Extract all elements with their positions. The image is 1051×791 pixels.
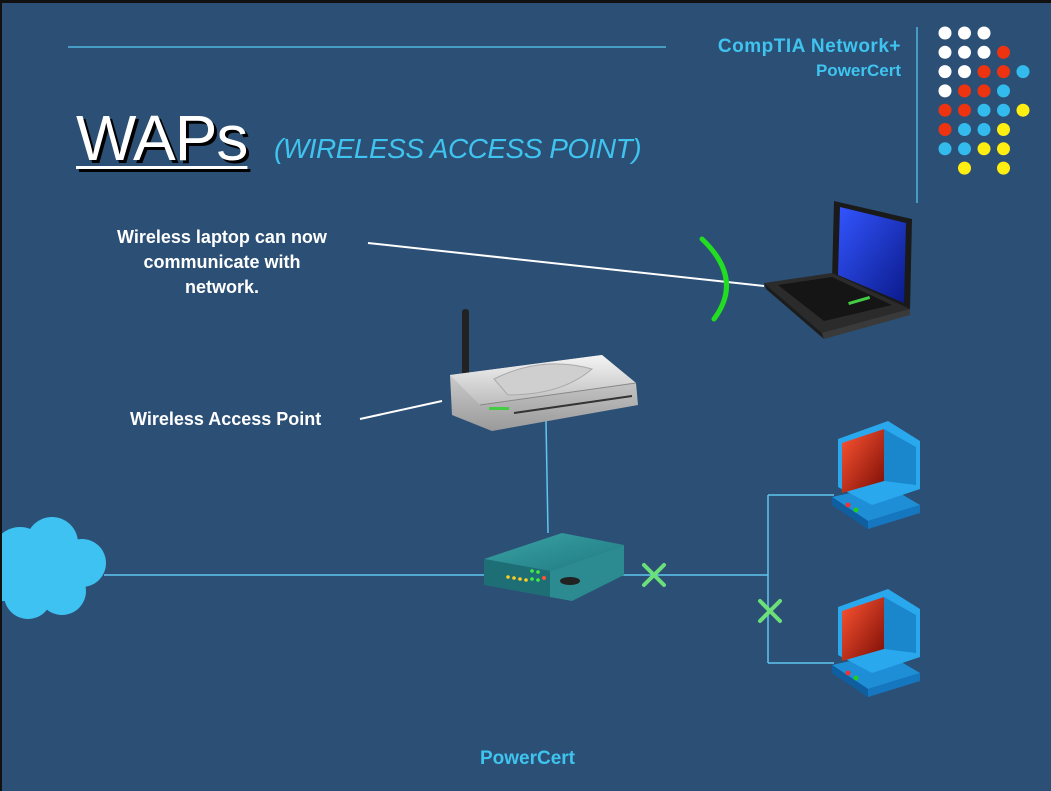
laptop-caption-line: communicate with — [143, 252, 301, 272]
decor-dot — [958, 123, 971, 136]
decor-dot — [977, 45, 991, 59]
wap-caption: Wireless Access Point — [130, 409, 322, 429]
x-marker-icon — [642, 563, 666, 587]
x-marker-icon — [758, 599, 782, 623]
decor-dot — [958, 65, 971, 79]
decor-dot — [938, 26, 952, 40]
decor-dot — [938, 123, 952, 136]
decor-dot — [958, 142, 971, 156]
laptop-caption-line: network. — [184, 277, 259, 297]
decor-dot — [997, 123, 1010, 136]
desktop-computer-icon — [832, 589, 920, 697]
course-title: CompTIA Network+ — [717, 36, 901, 57]
decor-dot — [1016, 65, 1030, 79]
decor-dot — [958, 84, 971, 98]
decor-dot — [958, 45, 971, 59]
decor-dot — [997, 65, 1010, 79]
decor-dot — [938, 65, 952, 79]
laptop-caption: Wireless laptop can now communicate with… — [90, 225, 354, 300]
decorative-dot-grid — [938, 26, 1030, 175]
decor-dot — [997, 84, 1010, 98]
decor-dot — [997, 45, 1010, 59]
laptop-caption-line: Wireless laptop can now — [117, 227, 327, 247]
decor-dot — [997, 161, 1010, 175]
decor-dot — [977, 142, 991, 156]
desktop-computer-icon — [832, 421, 920, 529]
decor-dot — [938, 103, 952, 117]
wap-to-switch-link — [545, 420, 549, 534]
decor-dot — [938, 142, 952, 156]
laptop-icon — [764, 201, 912, 339]
decor-dot — [958, 161, 971, 175]
decor-dot — [997, 142, 1010, 156]
laptop-pointer-line — [367, 242, 765, 287]
wireless-access-point-icon — [450, 309, 638, 431]
wireless-signal-arc-icon — [699, 236, 729, 322]
slide-title: WAPs — [76, 102, 248, 174]
network-switch-icon — [484, 533, 624, 601]
decor-dot — [938, 84, 952, 98]
decor-dot — [997, 103, 1010, 117]
decor-dot — [958, 26, 971, 40]
decor-dot — [977, 123, 991, 136]
slide-subtitle: (WIRELESS ACCESS POINT) — [274, 133, 642, 164]
decor-dot — [977, 103, 991, 117]
network-diagram — [2, 26, 1030, 697]
footer-brand: PowerCert — [479, 748, 576, 769]
decor-dot — [958, 103, 971, 117]
decor-dot — [1016, 103, 1030, 117]
internet-cloud-icon — [2, 517, 106, 619]
decor-dot — [977, 26, 991, 40]
decor-dot — [977, 84, 991, 98]
course-brand: PowerCert — [815, 61, 901, 80]
wap-pointer-line — [359, 400, 443, 420]
network-links — [104, 420, 834, 664]
decor-dot — [977, 65, 991, 79]
decor-dot — [938, 45, 952, 59]
